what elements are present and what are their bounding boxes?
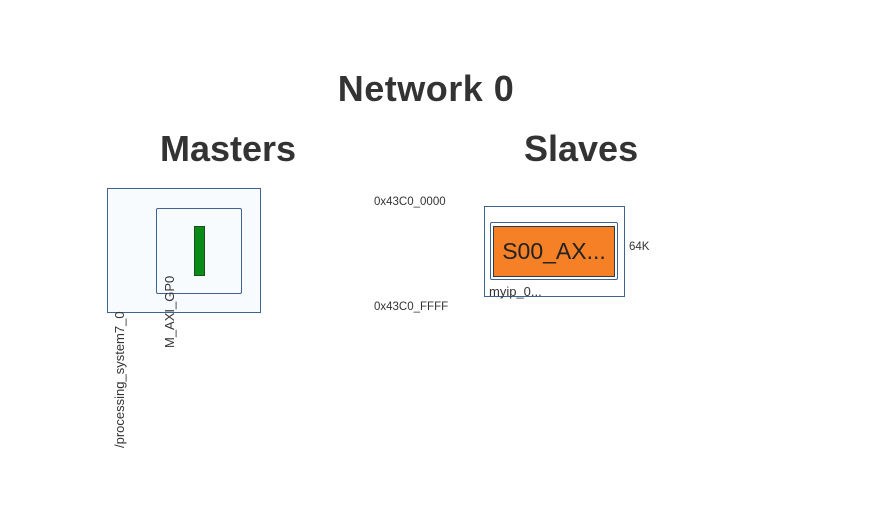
master-port-label: M_AXI_GP0 [162,275,177,348]
master-block-label: /processing_system7_0 [112,311,127,448]
base-address-label: 0x43C0_0000 [374,196,446,208]
high-address-label: 0x43C0_FFFF [374,301,449,313]
slave-port-s00-axi[interactable]: S00_AX... [493,226,615,277]
slave-range-label: 64K [629,241,650,253]
slaves-heading: Slaves [524,128,639,169]
masters-heading: Masters [160,128,297,169]
slave-block-label: myip_0... [489,284,542,299]
master-port-m-axi-gp0[interactable] [194,226,205,276]
network-title: Network 0 [337,68,515,109]
